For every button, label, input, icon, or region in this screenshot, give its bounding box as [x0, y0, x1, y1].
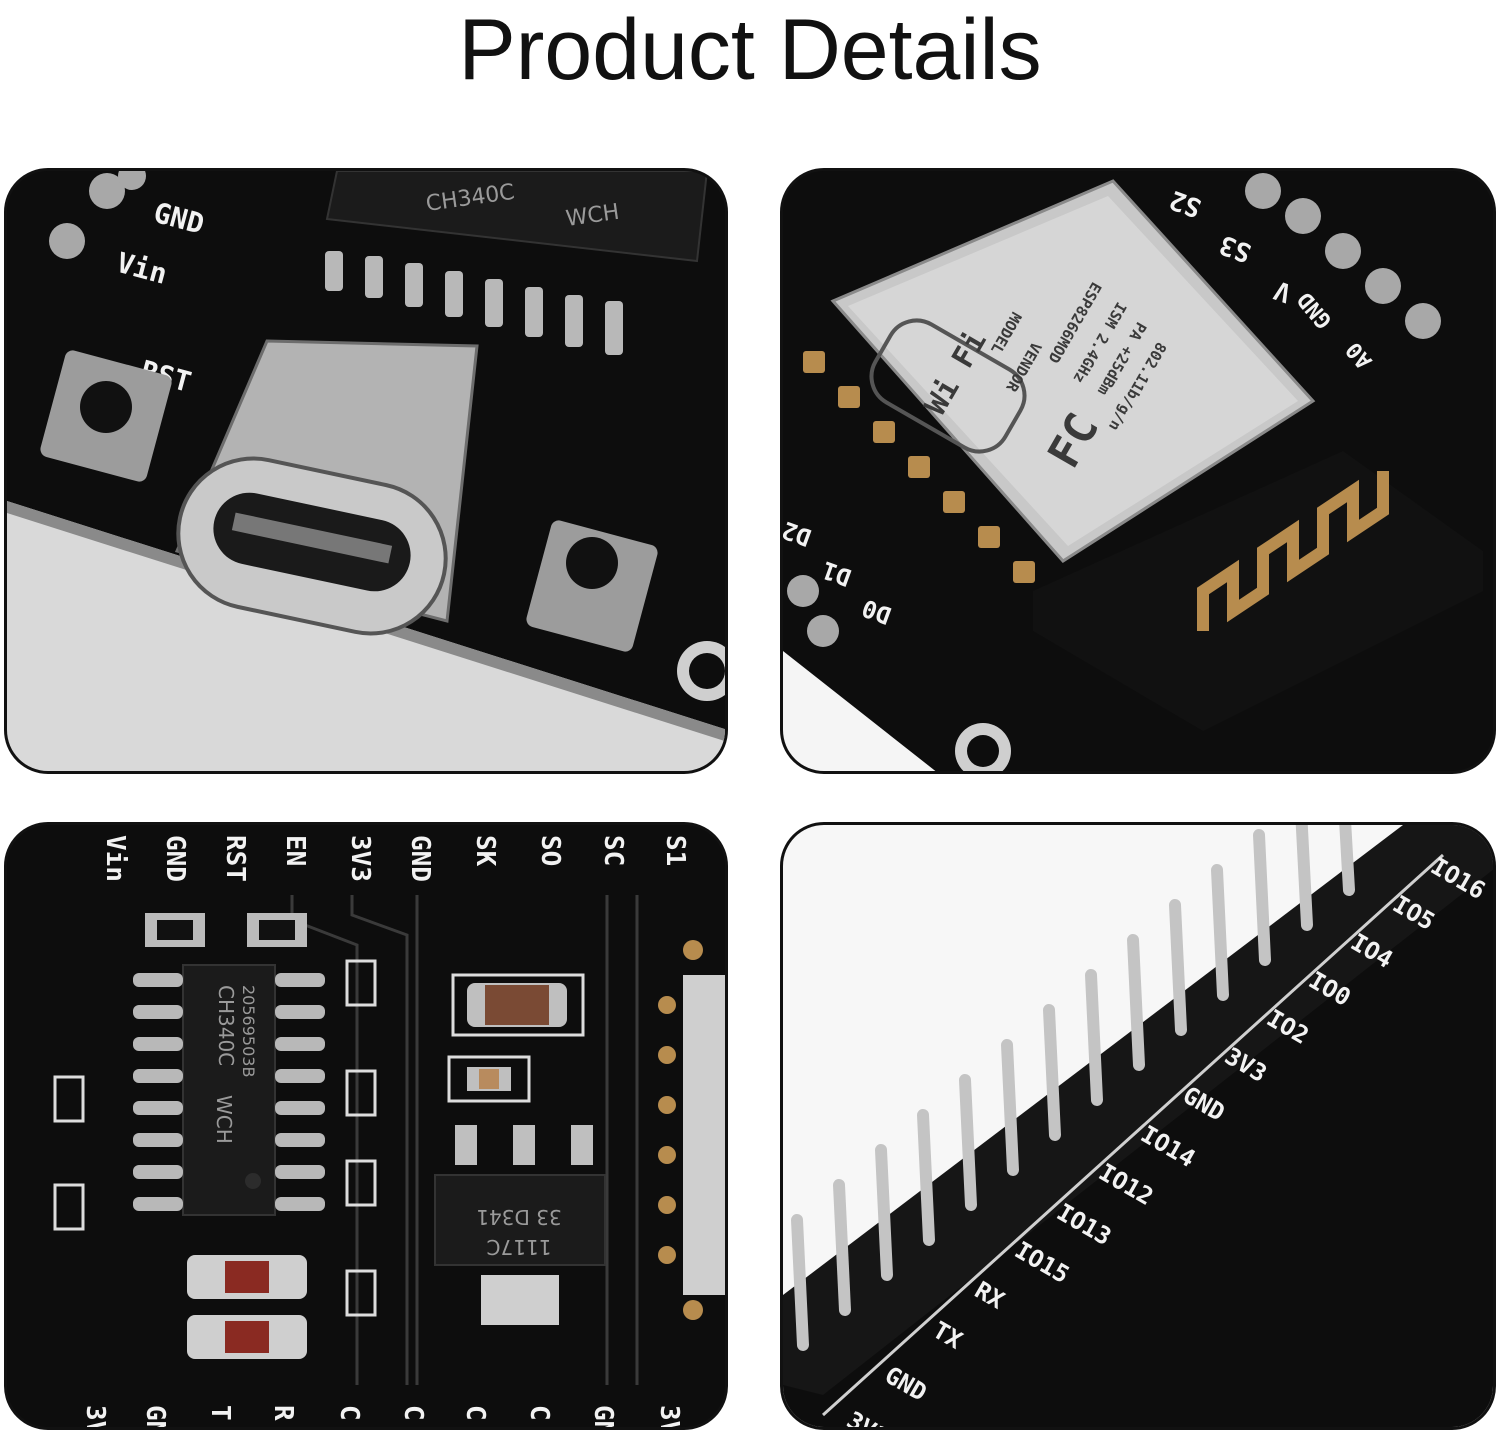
label-top-sc: SC: [598, 835, 628, 866]
page-title: Product Details: [458, 2, 1042, 98]
rst-button: [40, 350, 172, 482]
label-top-so: SO: [535, 835, 565, 866]
label-gnd: GND: [150, 196, 207, 241]
io0-button: [526, 520, 658, 652]
ch340c-chip: CH340C WCH: [325, 171, 709, 263]
chip-marking: CH340C: [214, 985, 238, 1066]
label-top-gnd: GND: [160, 835, 190, 882]
label-top-3v3: 3V3: [345, 835, 375, 882]
label-bottom-gn-2: GN: [588, 1405, 618, 1430]
label-bottom-c-3: C: [460, 1405, 490, 1421]
chip-brand: WCH: [212, 1095, 236, 1144]
label-d1: D1: [818, 555, 855, 591]
label-bottom-r: R: [268, 1405, 298, 1421]
photo-board-top-view: Vin GND RST EN 3V3 GND SK SO SC S1 CH340…: [4, 822, 728, 1430]
chip-code: 20569503B: [239, 985, 258, 1077]
label-a0: A0: [1341, 337, 1377, 373]
ch340c-chip: CH340C 20569503B WCH: [182, 964, 276, 1216]
label-top-gnd-2: GND: [405, 835, 435, 882]
label-top-sk: SK: [470, 835, 500, 867]
label-bottom-3v: 3V: [80, 1405, 110, 1430]
esp8266-shield: Wi Fi FC MODEL VENDOR ESP8266MOD ISM 2.4…: [830, 179, 1316, 563]
usb-c-connector: [174, 339, 479, 636]
photo-esp8266-module: S2 S3 V GND A0 D2 D1 D0 Wi Fi FC MODEL: [780, 168, 1496, 774]
label-s3: S3: [1216, 229, 1256, 268]
label-bottom-gn: GN: [140, 1405, 170, 1430]
regulator-line-2: 33 D341: [476, 1205, 561, 1229]
photo-pin-header: 3V3 GND TX RX IO15 IO13 IO12 IO14 GND 3V…: [780, 822, 1496, 1430]
label-bottom-c-1: C: [334, 1405, 364, 1421]
ams1117-regulator: 33 D341 1117C: [434, 1174, 606, 1325]
label-s2: S2: [1166, 184, 1206, 223]
label-bottom-c-4: C: [524, 1405, 554, 1421]
label-vin: Vin: [113, 246, 170, 291]
label-top-vin: Vin: [100, 835, 130, 882]
label-d2: D2: [783, 515, 815, 551]
label-bottom-t: T: [205, 1405, 235, 1421]
label-top-en: EN: [280, 835, 310, 866]
label-v: V: [1270, 274, 1295, 308]
label-bottom-3v-2: 3V: [654, 1405, 684, 1430]
label-top-rst: RST: [220, 835, 250, 882]
regulator-line-1: 1117C: [487, 1235, 552, 1259]
label-bottom-c-2: C: [398, 1405, 428, 1421]
label-d0: D0: [858, 593, 895, 629]
photo-usb-c-corner: CH340C WCH GND Vin RST IO0: [4, 168, 728, 774]
label-gnd: GND: [1293, 287, 1338, 334]
label-top-s1: S1: [660, 835, 690, 866]
